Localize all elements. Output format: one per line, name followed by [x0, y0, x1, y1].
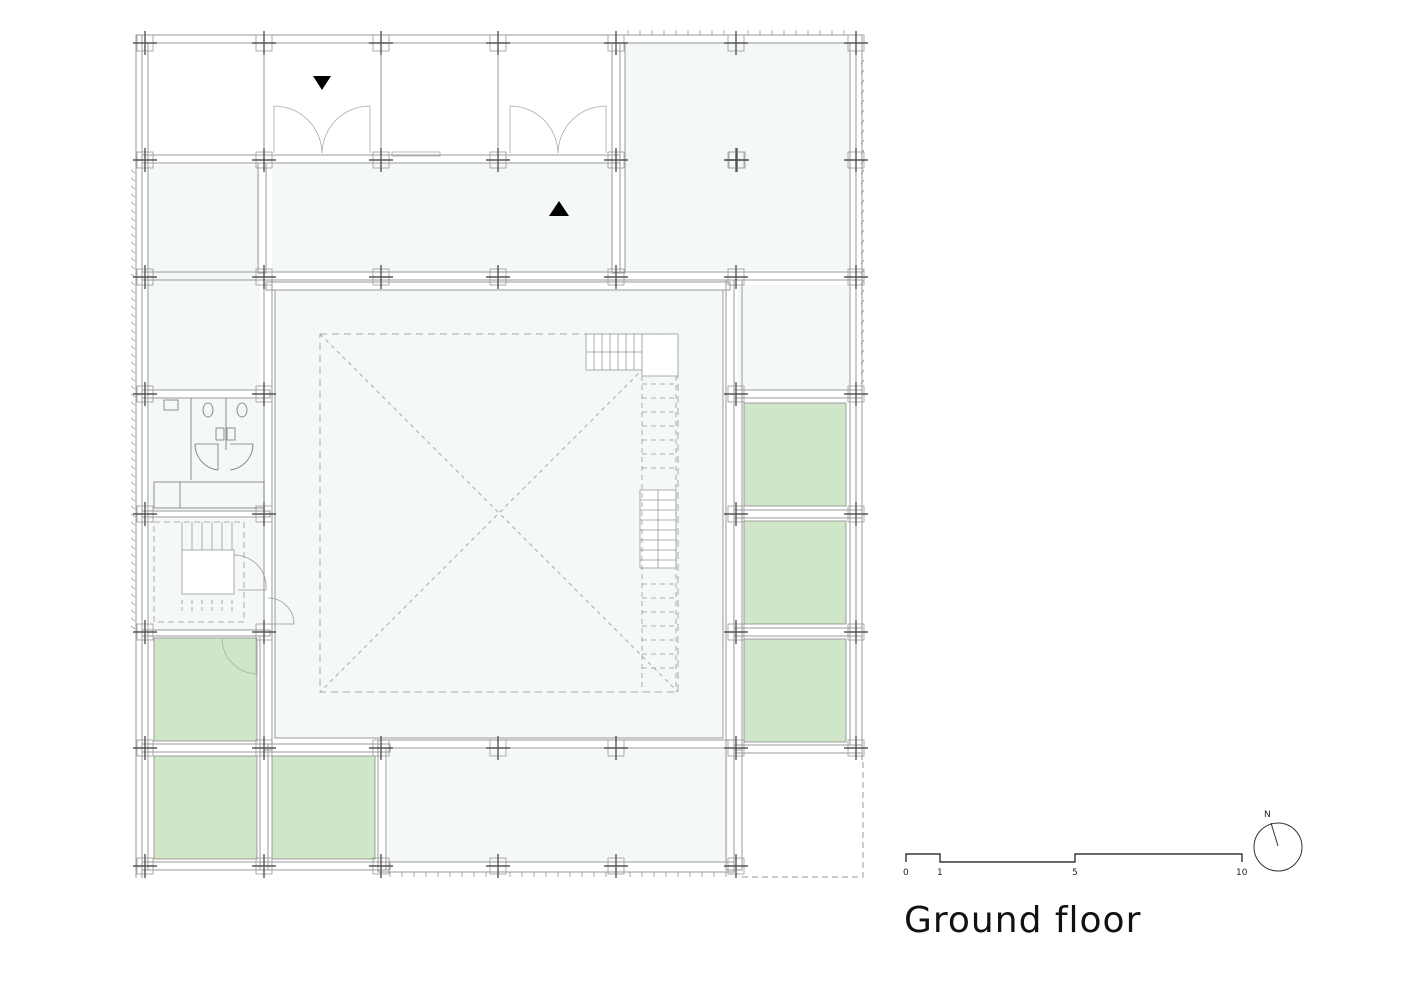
scale-bar	[905, 853, 1243, 863]
north-label: N	[1264, 810, 1271, 820]
room-foyer	[272, 163, 612, 273]
room-green-east-3	[743, 638, 847, 743]
room-west-room	[148, 165, 260, 390]
room-south-hall	[388, 750, 728, 862]
facade-hatch	[130, 30, 865, 877]
core-stair	[153, 521, 295, 625]
room-green-east-2	[743, 520, 847, 625]
atrium-stair	[585, 333, 679, 692]
north-arrow-icon	[1253, 822, 1303, 872]
restroom-fixtures	[153, 398, 265, 509]
room-green-west-1	[153, 637, 258, 742]
room-green-east-1	[743, 402, 847, 507]
atrium-void-outline	[319, 333, 679, 693]
scale-tick-1: 1	[937, 868, 943, 878]
scale-tick-0: 0	[903, 868, 909, 878]
room-east-room	[738, 285, 850, 390]
entrance-marker-down-icon	[313, 76, 331, 90]
room-north-porch-west	[148, 42, 264, 156]
room-restrooms	[150, 398, 265, 511]
entrance-marker-up-icon	[549, 201, 569, 216]
scale-tick-10: 10	[1236, 868, 1248, 878]
entrance-doors	[273, 105, 607, 157]
room-green-south-1	[271, 755, 376, 860]
green-room-door	[221, 637, 257, 675]
scale-tick-5: 5	[1072, 868, 1078, 878]
drawing-title: Ground floor	[904, 900, 1142, 941]
room-green-west-2	[153, 755, 258, 860]
